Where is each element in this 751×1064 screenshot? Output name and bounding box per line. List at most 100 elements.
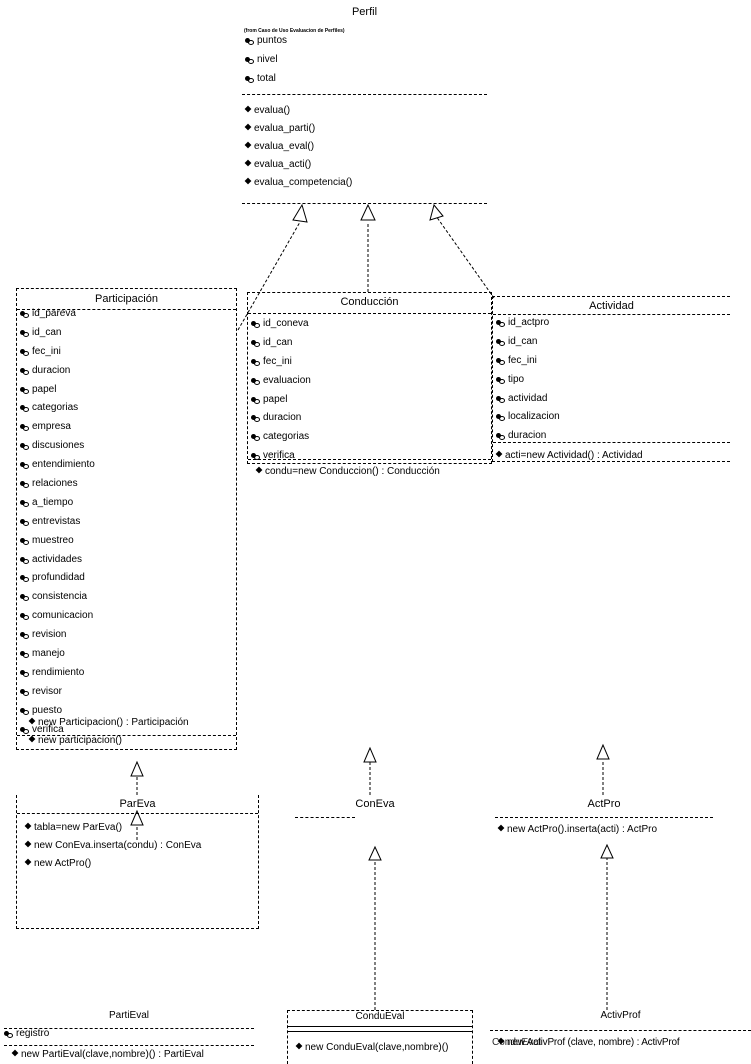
attribute-item: revision [20, 626, 236, 645]
attribute-list: id_actpro id_can fec_ini tipo actividad … [496, 314, 730, 446]
compartment-divider [17, 309, 236, 310]
attribute-item: id_can [251, 334, 491, 353]
attribute-icon [20, 386, 31, 395]
attribute-list: puntos nivel total [245, 32, 487, 89]
operation-icon [24, 840, 32, 848]
attribute-item: entrevistas [20, 513, 236, 532]
attribute-icon [496, 432, 507, 441]
attribute-icon [20, 518, 31, 527]
attribute-icon [496, 376, 507, 385]
operation-item: evalua_competencia() [244, 174, 487, 192]
class-name: Actividad [589, 300, 634, 312]
operation-item: new ConEva.inserta(condu) : ConEva [24, 837, 258, 855]
class-actpro[interactable]: ActPro new ActPro().inserta(acti) : ActP… [495, 795, 713, 875]
compartment-divider [288, 1026, 472, 1027]
class-actividad[interactable]: Actividad id_actpro id_can fec_ini tipo … [492, 296, 730, 462]
attribute-item: id_pareva [20, 305, 236, 324]
attribute-item: categorias [20, 399, 236, 418]
triangle-perfil-left [292, 203, 308, 223]
attribute-icon [251, 433, 262, 442]
attribute-item: entendimiento [20, 456, 236, 475]
attribute-item: relaciones [20, 475, 236, 494]
class-coneva[interactable]: ConEva [295, 795, 455, 935]
class-perfil[interactable]: Perfil (from Caso de Uso Evaluacion de P… [242, 6, 487, 204]
class-activprof[interactable]: ActivProf new ActivProf (clave, nombre) … [490, 1010, 751, 1064]
attribute-item: evaluacion [251, 372, 491, 391]
attribute-icon [20, 612, 31, 621]
operation-item: acti=new Actividad() : Actividad [495, 447, 730, 465]
operation-icon [255, 466, 263, 474]
stereotype-label: (from Caso de Uso Evaluacion de Perfiles… [244, 28, 345, 34]
attribute-item: papel [20, 381, 236, 400]
triangle-perfil-right [429, 203, 444, 221]
realization-line-actividad [435, 215, 495, 299]
operation-icon [28, 717, 36, 725]
operation-item: new ActPro().inserta(acti) : ActPro [497, 821, 713, 839]
operation-icon [28, 735, 36, 743]
operation-icon [497, 824, 505, 832]
attribute-icon [20, 537, 31, 546]
attribute-icon [20, 499, 31, 508]
class-participacion[interactable]: Participación id_pareva id_can fec_ini d… [16, 288, 237, 750]
attribute-icon [251, 320, 262, 329]
compartment-divider [242, 94, 487, 95]
attribute-item: a_tiempo [20, 494, 236, 513]
operation-list: new ActPro().inserta(acti) : ActPro [497, 821, 713, 839]
attribute-item: actividades [20, 551, 236, 570]
triangle-pareva [130, 809, 144, 826]
class-name: ConduEval [355, 1011, 405, 1022]
attribute-item: registro [4, 1025, 254, 1044]
class-condueval[interactable]: ConduEval new ConduEval(clave,nombre)() [287, 1010, 473, 1064]
attribute-item: empresa [20, 418, 236, 437]
attribute-item: nivel [245, 51, 487, 70]
attribute-item: puesto [20, 702, 236, 721]
compartment-divider [295, 817, 355, 818]
attribute-item: profundidad [20, 569, 236, 588]
attribute-icon [251, 377, 262, 386]
attribute-icon [251, 414, 262, 423]
operation-item: evalua_eval() [244, 138, 487, 156]
class-name: ActivProf [600, 1010, 641, 1021]
compartment-divider [4, 1045, 254, 1046]
attribute-icon [245, 75, 256, 84]
attribute-icon [20, 480, 31, 489]
class-conduccion[interactable]: Conducción id_coneva id_can fec_ini eval… [247, 292, 492, 477]
attribute-item: muestreo [20, 532, 236, 551]
attribute-item: categorias [251, 428, 491, 447]
attribute-item: actividad [496, 390, 730, 409]
operation-icon [24, 822, 32, 830]
operation-icon [244, 105, 252, 113]
compartment-divider [17, 735, 236, 736]
attribute-item: total [245, 70, 487, 89]
compartment-divider [495, 817, 713, 818]
class-name: ActPro [587, 798, 621, 810]
class-partieval[interactable]: PartiEval registro new PartiEval(clave,n… [4, 1010, 254, 1064]
attribute-icon [20, 593, 31, 602]
attribute-item: fec_ini [20, 343, 236, 362]
compartment-divider [17, 813, 258, 814]
attribute-list: registro [4, 1025, 254, 1044]
attribute-item: rendimiento [20, 664, 236, 683]
attribute-item: fec_ini [496, 352, 730, 371]
realization-line-participacion [237, 221, 301, 331]
class-name: PartiEval [108, 1010, 149, 1021]
attribute-icon [20, 348, 31, 357]
attribute-list: id_coneva id_can fec_ini evaluacion pape… [251, 315, 491, 466]
attribute-icon [20, 329, 31, 338]
attribute-list: id_pareva id_can fec_ini duracion papel … [20, 305, 236, 739]
attribute-icon [20, 423, 31, 432]
operation-list: evalua() evalua_parti() evalua_eval() ev… [244, 102, 487, 192]
compartment-divider [248, 313, 491, 314]
attribute-icon [20, 631, 31, 640]
triangle-conduccion [363, 746, 377, 763]
compartment-divider [288, 1031, 472, 1032]
attribute-item: consistencia [20, 588, 236, 607]
attribute-icon [496, 395, 507, 404]
operation-list: acti=new Actividad() : Actividad [495, 447, 730, 465]
class-pareva[interactable]: ParEva tabla=new ParEva() new ConEva.ins… [16, 795, 259, 929]
attribute-icon [20, 650, 31, 659]
attribute-item: duracion [496, 427, 730, 446]
operation-item: new Participacion() : Participación [28, 714, 236, 732]
operation-item: tabla=new ParEva() [24, 819, 258, 837]
